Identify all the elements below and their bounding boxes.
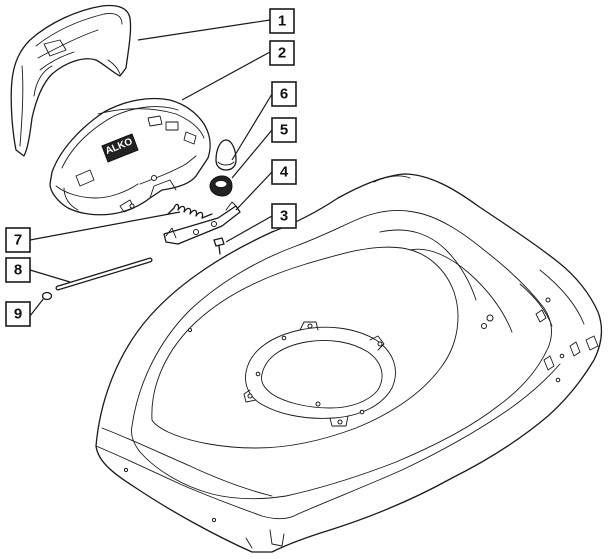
callout-9-label: 9 [14,306,22,323]
leader-7 [29,211,181,241]
callout-6: 6 [271,81,297,107]
callout-5: 5 [271,117,297,143]
part-1-rear-flap [10,4,132,157]
callout-7-label: 7 [14,232,22,249]
part-8-rod [55,257,153,291]
callout-8: 8 [5,257,31,283]
callout-4-label: 4 [280,164,289,181]
mower-deck [95,173,603,553]
part-5-nut [209,175,233,197]
leader-3 [225,215,273,243]
callout-8-label: 8 [14,262,22,279]
leader-6 [231,93,273,161]
leader-1 [137,19,271,41]
part-6-cap [215,139,237,171]
part-4-bracket [163,201,241,245]
callout-2: 2 [269,40,295,66]
leader-4 [235,171,273,211]
leader-8 [29,269,71,283]
callout-1-label: 1 [278,13,286,30]
leader-9 [29,297,45,317]
part-7-spring [167,203,213,219]
part-3-screw [213,237,225,255]
part-9-clip [41,291,53,301]
callout-9: 9 [5,301,31,327]
callout-5-label: 5 [280,122,288,139]
callout-3-label: 3 [280,208,288,225]
part-2-rear-cover: ALKO [49,97,211,216]
callout-7: 7 [5,227,31,253]
callout-4: 4 [271,159,297,185]
callout-1: 1 [269,8,295,34]
leader-2 [181,51,271,101]
leader-5 [231,129,273,179]
leader-lines [29,19,273,317]
callout-2-label: 2 [278,45,286,62]
callout-6-label: 6 [280,86,288,103]
callout-3: 3 [271,203,297,229]
